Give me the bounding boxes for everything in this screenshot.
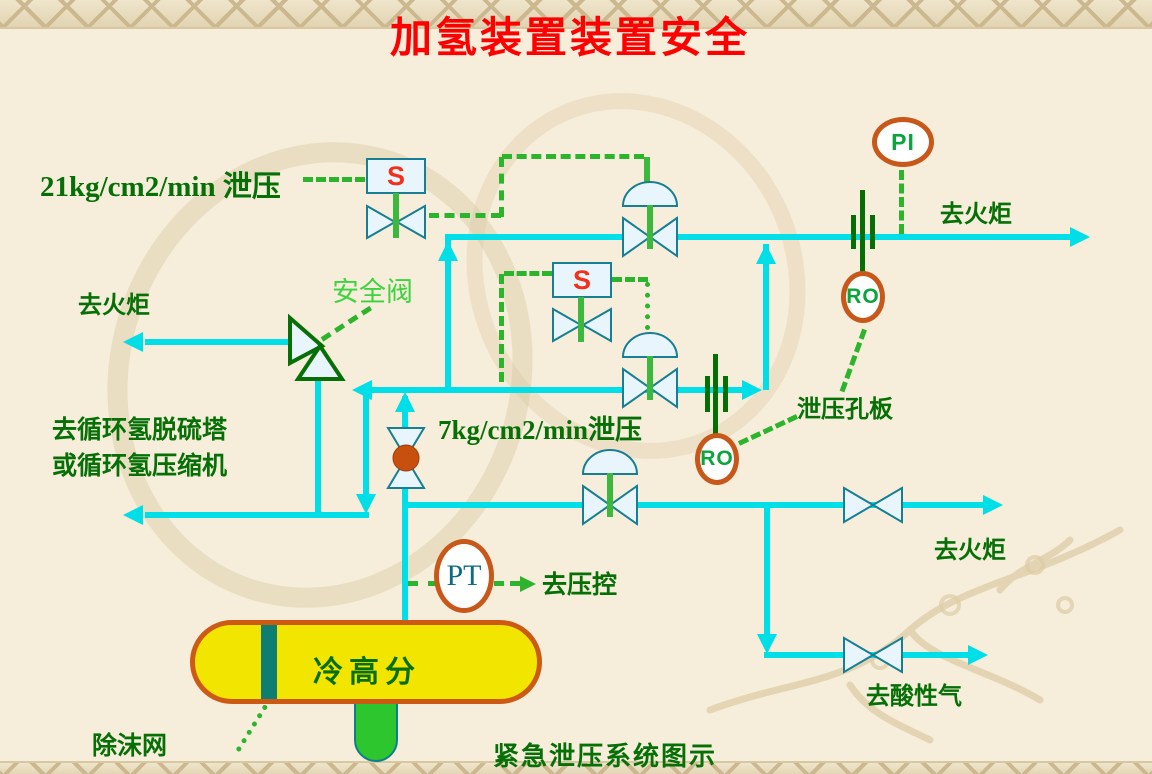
label-to-acid-gas: 去酸性气 bbox=[866, 683, 962, 710]
label-demister: 除沫网 bbox=[92, 732, 168, 760]
signal-pt-in bbox=[408, 581, 438, 586]
stem-solenoid-2 bbox=[578, 297, 584, 342]
pipe-psv-inlet bbox=[315, 378, 321, 515]
arrow-left-drop-down bbox=[356, 494, 376, 514]
arrow-to-flare-top-right bbox=[1070, 227, 1090, 247]
pipe-to-recycle bbox=[145, 512, 369, 518]
slide-caption: 紧急泄压系统图示 bbox=[493, 741, 718, 771]
pi-tag: PI bbox=[891, 128, 915, 155]
acid-gas-block-valve bbox=[843, 636, 903, 674]
vessel-label: 冷高分 bbox=[313, 656, 421, 689]
solenoid-box-1: S bbox=[366, 158, 426, 194]
arrow-to-flare-top-left bbox=[123, 332, 143, 352]
pipe-psv-outlet bbox=[145, 339, 290, 345]
safety-relief-valve bbox=[288, 313, 346, 381]
arrow-to-acid-gas bbox=[968, 645, 988, 665]
signal-pt-out bbox=[494, 581, 520, 586]
arrow-vessel-riser-up bbox=[395, 392, 415, 412]
pt-tag: PT bbox=[446, 559, 482, 592]
pipe-left-riser bbox=[445, 240, 451, 390]
signal-pi-tap bbox=[899, 170, 904, 234]
leader-ro-top bbox=[839, 328, 867, 393]
bottom-decorative-border bbox=[0, 761, 1152, 774]
label-to-desulf-tower: 去循环氢脱硫塔 bbox=[52, 416, 228, 444]
label-to-flare-top-right: 去火炬 bbox=[940, 201, 1012, 228]
arrow-to-recycle-left bbox=[123, 505, 143, 525]
ro-top-tag: RO bbox=[846, 285, 880, 308]
orifice-bottom-bar-right bbox=[723, 376, 728, 412]
flare-block-valve bbox=[843, 486, 903, 524]
label-to-pressure-control: 去压控 bbox=[542, 571, 618, 599]
solenoid-valve-1 bbox=[366, 204, 426, 240]
top-decorative-border bbox=[0, 0, 1152, 29]
pipe-left-drop bbox=[363, 390, 369, 496]
solenoid-box-2: S bbox=[552, 262, 612, 298]
leader-ro-bottom bbox=[737, 414, 799, 446]
arrow-lower-header-right bbox=[742, 380, 762, 400]
orifice-top-bar-left bbox=[851, 215, 856, 249]
orifice-top-bar-center bbox=[860, 190, 865, 273]
vessel-riser-valve bbox=[386, 427, 426, 489]
pipe-mid-branch bbox=[405, 502, 985, 508]
signal-to-cv2-dotted bbox=[645, 282, 650, 330]
signal-solenoid1-up bbox=[499, 157, 504, 217]
ro-bottom-tag: RO bbox=[700, 447, 734, 470]
leader-demister bbox=[235, 704, 269, 753]
arrow-lower-header-left bbox=[352, 380, 372, 400]
label-to-flare-mid-right: 去火炬 bbox=[934, 537, 1006, 564]
label-to-flare-top-left: 去火炬 bbox=[78, 292, 150, 319]
orifice-bottom-bar-center bbox=[713, 354, 718, 435]
signal-solenoid2-down bbox=[499, 274, 504, 382]
arrow-acid-drop-down bbox=[757, 634, 777, 654]
instrument-ro-bottom: RO bbox=[695, 433, 739, 485]
control-valve-1 bbox=[621, 181, 679, 258]
signal-solenoid1-out-h bbox=[429, 213, 501, 218]
instrument-ro-top: RO bbox=[841, 271, 885, 323]
slide-title: 加氢装置装置安全 bbox=[389, 14, 750, 61]
signal-solenoid2-in-h bbox=[504, 271, 552, 276]
instrument-pi: PI bbox=[872, 117, 934, 167]
pipe-upper-header bbox=[445, 234, 1073, 240]
stem-cv1-signal bbox=[644, 157, 650, 185]
pipe-right-riser bbox=[763, 244, 769, 390]
vessel-cold-hp-separator: 冷高分 bbox=[190, 620, 542, 704]
arrow-right-riser-up bbox=[756, 244, 776, 264]
pipe-vessel-riser bbox=[402, 396, 408, 620]
solenoid-1-tag: S bbox=[386, 160, 405, 191]
arrow-to-pressure-control bbox=[520, 576, 536, 592]
pipe-acid-drop bbox=[764, 508, 770, 636]
demister-pad bbox=[261, 625, 277, 699]
instrument-pt: PT bbox=[434, 539, 494, 613]
label-or-compressor: 或循环氢压缩机 bbox=[52, 452, 228, 480]
arrow-left-riser-up bbox=[438, 241, 458, 261]
control-valve-2 bbox=[621, 332, 679, 409]
stem-solenoid-1 bbox=[393, 193, 399, 238]
label-safety-valve: 安全阀 bbox=[332, 277, 413, 307]
orifice-top-bar-right bbox=[870, 215, 875, 249]
arrow-to-flare-mid-right bbox=[983, 495, 1003, 515]
label-relief-rate-21: 21kg/cm2/min 泄压 bbox=[40, 171, 281, 203]
orifice-bottom-bar-left bbox=[705, 376, 710, 412]
signal-to-cv1-h bbox=[502, 154, 644, 159]
pipe-lower-header bbox=[368, 387, 748, 393]
signal-solenoid2-out-h bbox=[612, 277, 648, 282]
label-relief-rate-7: 7kg/cm2/min泄压 bbox=[438, 415, 643, 445]
solenoid-2-tag: S bbox=[572, 264, 591, 295]
solenoid-valve-2 bbox=[552, 307, 612, 343]
signal-21kg-to-solenoid1 bbox=[303, 177, 365, 182]
control-valve-3 bbox=[581, 449, 639, 526]
vessel-boot bbox=[354, 698, 398, 762]
label-orifice-plate: 泄压孔板 bbox=[797, 396, 893, 423]
